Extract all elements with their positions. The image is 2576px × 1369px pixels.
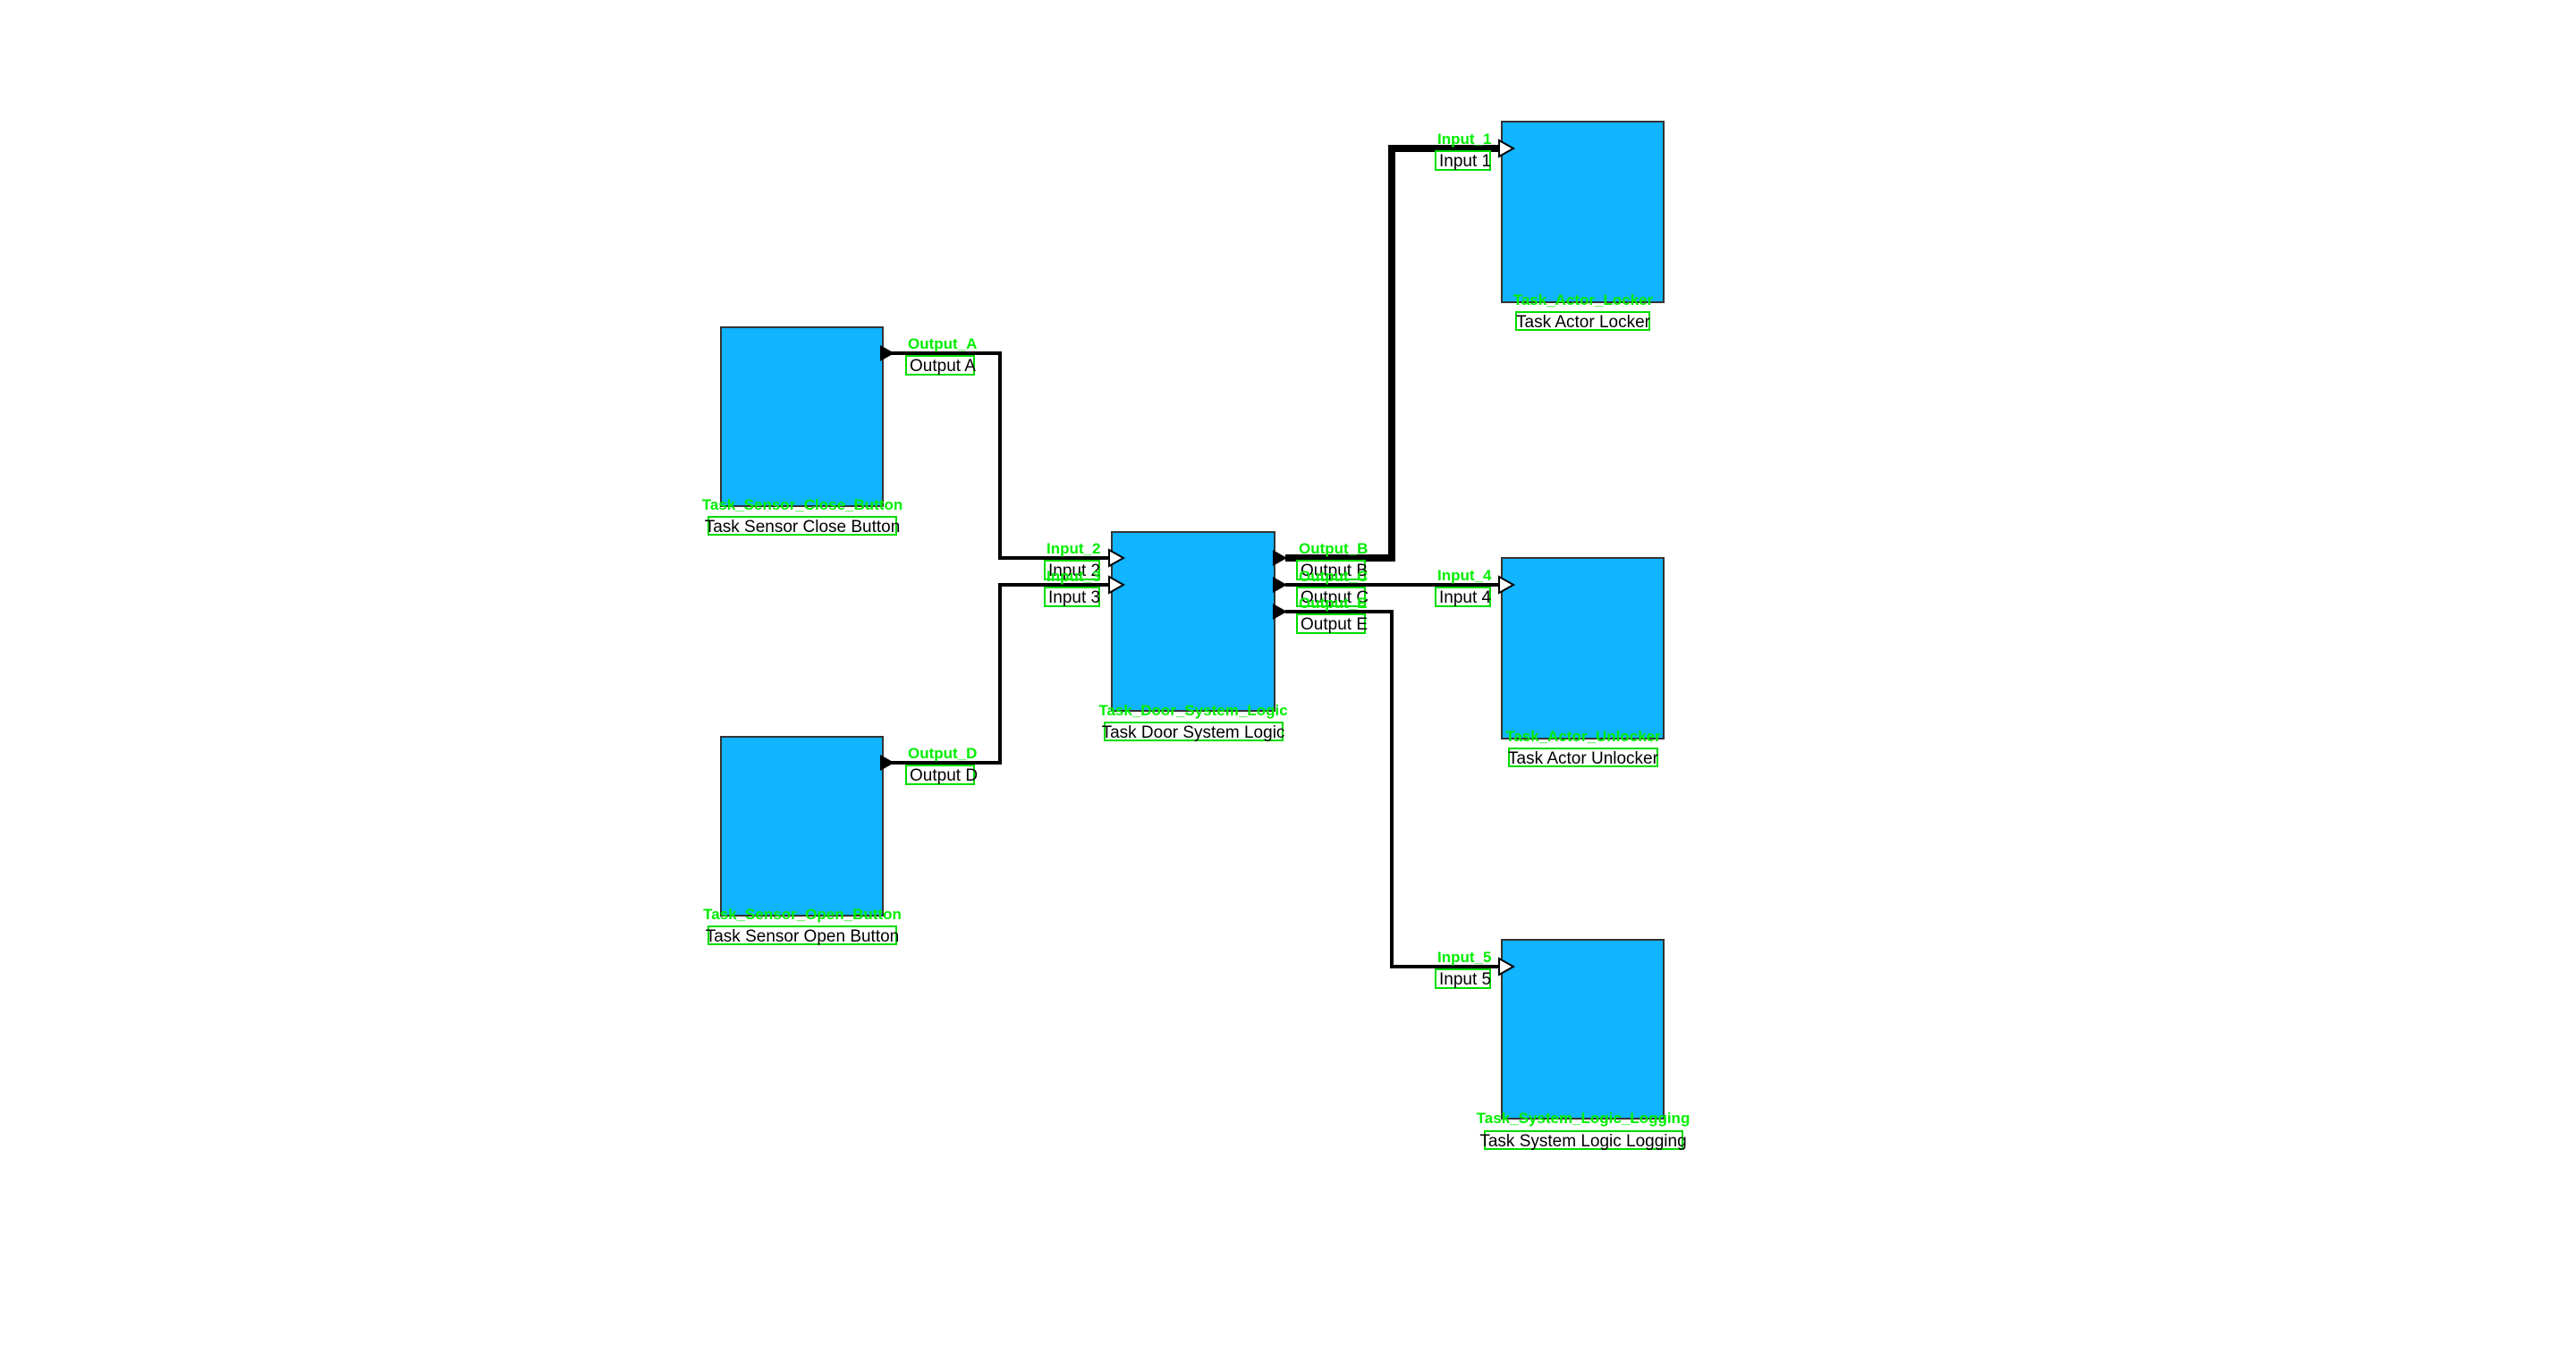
- port-output-e-label: Output E: [1301, 615, 1368, 634]
- port-input-1-tag: Input_1: [1437, 131, 1491, 148]
- port-output-d-label-box: [905, 765, 975, 785]
- port-output-a-tag: Output_A: [908, 335, 977, 352]
- port-input-5-label-box: [1435, 968, 1491, 989]
- port-output-a-label: Output A: [910, 357, 976, 376]
- port-output-c-tag: Output_C: [1299, 568, 1368, 585]
- block-sensor-close-caption-box: [708, 516, 897, 536]
- port-output-e-tag: Output_E: [1299, 595, 1368, 612]
- block-system-logic-logging[interactable]: Task_System_Logic_Logging Task System Lo…: [1477, 939, 1690, 1151]
- port-output-a-arrow[interactable]: [880, 345, 894, 361]
- port-input-3-label-box: [1044, 587, 1100, 607]
- block-sensor-close-body[interactable]: [720, 326, 884, 507]
- block-actor-locker[interactable]: Task_Actor_Locker Task Actor Locker: [1501, 121, 1665, 332]
- wire-output-e-to-input-5[interactable]: [1285, 610, 1499, 968]
- port-input-5-arrow[interactable]: [1498, 957, 1516, 976]
- port-input-5-tag: Input_5: [1437, 949, 1491, 966]
- port-output-b-arrow[interactable]: [1273, 550, 1287, 566]
- block-sensor-open-caption-top: Task_Sensor_Open_Button: [703, 906, 902, 923]
- port-output-d-arrow[interactable]: [880, 755, 894, 771]
- wire-output-b-to-input-1[interactable]: [1285, 145, 1499, 562]
- port-output-b-label-box: [1296, 560, 1366, 580]
- port-input-4-arrow[interactable]: [1498, 575, 1516, 595]
- port-input-1-label-box: [1435, 150, 1491, 171]
- port-input-3-label: Input 3: [1048, 588, 1100, 607]
- port-output-d-label: Output D: [910, 766, 978, 785]
- port-input-4-tag: Input_4: [1437, 567, 1492, 584]
- block-actor-locker-caption-top: Task_Actor_Locker: [1513, 292, 1654, 308]
- port-input-2-tag: Input_2: [1046, 540, 1100, 557]
- block-sensor-open-button[interactable]: Task_Sensor_Open_Button Task Sensor Open…: [703, 736, 902, 946]
- port-output-c-label-box: [1296, 587, 1366, 607]
- block-logging-body[interactable]: [1501, 939, 1665, 1120]
- port-input-3-arrow[interactable]: [1108, 575, 1126, 595]
- port-input-1-arrow[interactable]: [1498, 139, 1516, 158]
- block-actor-unlocker-caption-top: Task_Actor_Unlocker: [1505, 728, 1661, 745]
- port-output-b-label: Output B: [1301, 562, 1368, 580]
- block-sensor-close-caption: Task Sensor Close Button: [705, 518, 901, 537]
- block-sensor-close-caption-top: Task_Sensor_Close_Button: [702, 496, 903, 513]
- port-input-4-label: Input 4: [1439, 588, 1492, 607]
- port-output-e-label-box: [1296, 613, 1366, 634]
- port-output-d-tag: Output_D: [908, 745, 977, 762]
- block-sensor-open-caption-box: [708, 925, 897, 945]
- port-input-1-label: Input 1: [1439, 152, 1491, 171]
- wire-output-d-to-input-3[interactable]: [891, 583, 1109, 765]
- port-output-e-arrow[interactable]: [1273, 604, 1287, 620]
- block-logging-caption-box: [1484, 1130, 1683, 1150]
- port-output-c-label: Output C: [1301, 588, 1368, 607]
- port-input-2-arrow[interactable]: [1108, 548, 1126, 568]
- block-door-logic-caption: Task Door System Logic: [1102, 723, 1285, 742]
- block-actor-locker-caption-box: [1515, 311, 1650, 331]
- block-sensor-open-body[interactable]: [720, 736, 884, 917]
- port-output-c-arrow[interactable]: [1273, 577, 1287, 593]
- block-actor-unlocker[interactable]: Task_Actor_Unlocker Task Actor Unlocker: [1501, 557, 1665, 768]
- block-door-logic-caption-box: [1104, 722, 1284, 741]
- port-input-2-label-box: [1044, 560, 1100, 580]
- port-input-5-label: Input 5: [1439, 970, 1491, 989]
- port-input-3-tag: Input_3: [1046, 568, 1100, 585]
- block-actor-unlocker-body[interactable]: [1501, 557, 1665, 739]
- port-output-a-label-box: [905, 355, 975, 376]
- block-door-logic-body[interactable]: [1111, 531, 1275, 712]
- port-output-b-tag: Output_B: [1299, 540, 1368, 557]
- block-actor-locker-caption: Task Actor Locker: [1516, 313, 1651, 332]
- block-logging-caption: Task System Logic Logging: [1479, 1132, 1686, 1151]
- block-door-system-logic[interactable]: Task_Door_System_Logic Task Door System …: [1098, 531, 1288, 742]
- block-door-logic-caption-top: Task_Door_System_Logic: [1098, 702, 1287, 719]
- block-actor-locker-body[interactable]: [1501, 121, 1665, 303]
- block-sensor-open-caption: Task Sensor Open Button: [706, 927, 900, 946]
- wire-output-a-to-input-2[interactable]: [891, 351, 1109, 560]
- port-input-2-label: Input 2: [1048, 562, 1100, 580]
- port-input-4-label-box: [1435, 587, 1491, 607]
- block-actor-unlocker-caption-box: [1508, 748, 1658, 767]
- block-logging-caption-top: Task_System_Logic_Logging: [1477, 1110, 1690, 1127]
- block-sensor-close-button[interactable]: Task_Sensor_Close_Button Task Sensor Clo…: [702, 326, 903, 537]
- block-actor-unlocker-caption: Task Actor Unlocker: [1508, 749, 1659, 768]
